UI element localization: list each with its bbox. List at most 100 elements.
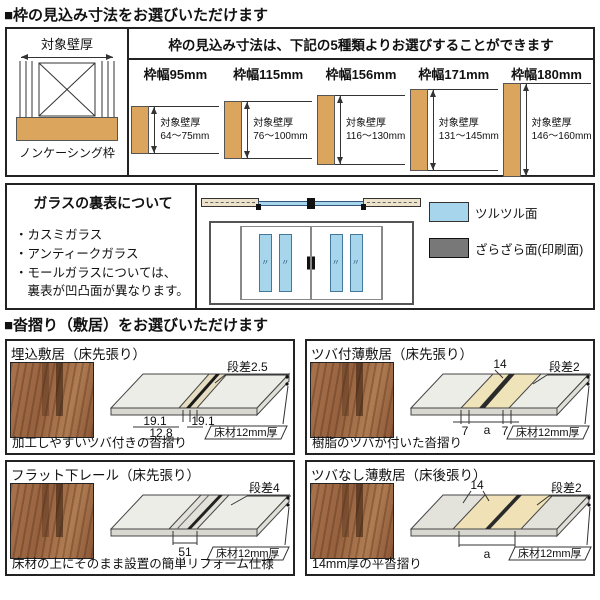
wood-bar <box>316 95 335 165</box>
glass-info-box: ガラスの裏表について ・カスミガラス ・アンティークガラス ・モールガラスについ… <box>5 183 595 310</box>
wood-bar <box>502 83 521 177</box>
glass-panel <box>279 234 293 292</box>
dim-label: a <box>484 547 491 561</box>
door-handle <box>312 256 315 270</box>
dim-top-label: 14 <box>493 358 507 371</box>
sill-option-title: フラット下レール（床先張り） <box>11 468 200 483</box>
sill-option-title: 埋込敷居（床先張り） <box>11 347 146 362</box>
plan-center-stile <box>307 198 315 209</box>
dim-step-label: 段差2 <box>551 480 582 495</box>
vertical-dimension-arrow <box>151 107 158 153</box>
dim-step-label: 段差2 <box>549 359 580 374</box>
glass-panel <box>259 234 273 292</box>
wood-bar <box>131 106 150 154</box>
sill-option-flat-rail: フラット下レール（床先張り） 段差4 51 床材12mm厚 床材の上にそのまま設… <box>5 460 295 576</box>
vertical-dimension-arrow <box>522 84 529 176</box>
frame-table-right: 枠の見込み寸法は、下記の5種類よりお選びすることができます 枠幅95mm 対象壁… <box>129 29 593 177</box>
door-handles <box>307 256 315 270</box>
vertical-dimension-arrow <box>244 102 251 158</box>
frame-width-table: 対象壁厚 ノンケーシング枠 枠の見込み寸法は、下記の5種類よりお選びすることがで… <box>5 27 595 177</box>
vertical-dimension-arrow <box>429 90 436 170</box>
dim-label: 19.1 <box>191 414 215 428</box>
sill-option-buried: 埋込敷居（床先張り） 段差2.5 19.1 19.1 12.8 床材12mm厚 <box>5 339 295 455</box>
wall-range-text: 対象壁厚 131～145mm <box>438 118 499 142</box>
wood-bar <box>409 89 428 171</box>
legend-item-smooth: ツルツル面 <box>429 202 593 222</box>
glass-text-cell: ガラスの裏表について ・カスミガラス ・アンティークガラス ・モールガラスについ… <box>7 185 197 308</box>
plan-wall-left <box>201 198 259 207</box>
sill-photo <box>10 362 94 438</box>
rough-surface-swatch <box>429 238 469 258</box>
glass-panel <box>349 234 363 292</box>
glass-bullet: ・アンティークガラス <box>15 246 139 261</box>
dim-top-label: 14 <box>470 479 484 492</box>
sill-option-title: ツバなし薄敷居（床後張り） <box>311 468 487 483</box>
sill-diagram: 14 段差2 a 床材12mm厚 <box>409 479 592 561</box>
sill-option-title: ツバ付薄敷居（床先張り） <box>311 347 473 362</box>
frame-column-diagram: 対象壁厚 76～100mm <box>224 83 313 177</box>
dim-label: 12.8 <box>149 426 173 440</box>
sill-diagram: 段差2.5 19.1 19.1 12.8 床材12mm厚 <box>109 359 291 440</box>
sill-options-grid: 埋込敷居（床先張り） 段差2.5 19.1 19.1 12.8 床材12mm厚 <box>5 339 595 576</box>
frame-column-171: 枠幅171mm 対象壁厚 131～145mm <box>407 60 500 177</box>
wall-thickness-label: 対象壁厚 <box>40 37 93 52</box>
frame-width-label: 枠幅95mm <box>143 67 208 82</box>
door-plan-view-diagram <box>201 192 421 215</box>
plan-wall-stop-right <box>361 204 366 210</box>
sill-photo <box>310 483 394 559</box>
wall-range-text: 対象壁厚 116～130mm <box>345 118 406 142</box>
sill-option-caption: 床材の上にそのまま設置の簡単リフォーム仕様 <box>12 557 274 571</box>
sill-section-title: ■沓摺り（敷居）をお選びいただけます <box>4 317 269 334</box>
frame-column-diagram: 対象壁厚 131～145mm <box>409 83 499 177</box>
wood-frame-sill <box>16 117 118 141</box>
dim-step-label: 段差2.5 <box>227 359 268 374</box>
door-leaf-left <box>240 226 311 300</box>
legend-label: ツルツル面 <box>475 206 538 221</box>
dim-label: 7 <box>502 424 509 438</box>
door-handle <box>307 256 310 270</box>
dim-step-label: 段差4 <box>249 480 280 495</box>
sill-photo <box>310 362 394 438</box>
frame-column-diagram: 対象壁厚 116～130mm <box>316 83 406 177</box>
frame-width-label: 枠幅156mm <box>325 67 397 82</box>
plan-wall-stop-left <box>256 204 261 210</box>
dim-label: 19.1 <box>143 414 167 428</box>
frame-width-label: 枠幅115mm <box>233 67 304 82</box>
glass-legend: ツルツル面 ざらざら面(印刷面) <box>425 185 593 308</box>
frame-section-title: ■枠の見込み寸法をお選びいただけます <box>4 7 269 24</box>
frame-table-left-cell: 対象壁厚 ノンケーシング枠 <box>7 29 129 175</box>
plan-wall-right <box>363 198 421 207</box>
floor-thickness-label: 床材12mm厚 <box>516 425 580 439</box>
sill-option-caption: 14mm厚の平沓摺り <box>312 557 422 571</box>
dim-label: a <box>484 423 491 437</box>
frame-column-156: 枠幅156mm 対象壁厚 116～130mm <box>315 60 408 177</box>
wood-bar <box>224 101 243 159</box>
glass-section-title: ガラスの裏表について <box>33 195 173 211</box>
vertical-dimension-arrow <box>336 96 343 164</box>
floor-thickness-label: 床材12mm厚 <box>518 546 582 560</box>
glass-bullet: 裏表が凹凸面が異なります。 <box>15 284 189 299</box>
frame-width-label: 枠幅171mm <box>418 67 490 82</box>
sill-diagram: 14 段差2 7 a 7 床材12mm厚 <box>409 358 591 440</box>
sill-option-caption: 加工しやすいツバ付きの沓摺り <box>12 436 187 450</box>
wall-range-text: 対象壁厚 64～75mm <box>160 118 210 142</box>
non-casing-frame-label: ノンケーシング枠 <box>19 146 115 160</box>
dim-label: 51 <box>178 545 192 559</box>
horizontal-dimension-arrow <box>21 53 113 60</box>
sill-option-caption: 樹脂のツバが付いた沓摺り <box>312 436 463 450</box>
sill-diagram: 段差4 51 床材12mm厚 <box>109 480 291 561</box>
legend-item-rough: ざらざら面(印刷面) <box>429 238 593 258</box>
sill-photo <box>10 483 94 559</box>
door-elevation-diagram <box>208 221 414 305</box>
door-diagrams <box>197 185 425 308</box>
smooth-surface-swatch <box>429 202 469 222</box>
plan-door-right <box>314 201 364 206</box>
floor-thickness-label: 床材12mm厚 <box>216 546 280 560</box>
door-leaf-right <box>311 226 382 300</box>
glass-diagram-cell: ツルツル面 ざらざら面(印刷面) <box>197 185 593 308</box>
wall-range-text: 対象壁厚 76～100mm <box>253 118 308 142</box>
sill-option-no-flange: ツバなし薄敷居（床後張り） 14 段差2 a 床材12mm厚 14mm厚の平沓摺… <box>305 460 595 576</box>
glass-panel <box>329 234 343 292</box>
glass-bullet: ・カスミガラス <box>15 228 103 242</box>
frame-column-115: 枠幅115mm 対象壁厚 76～100mm <box>222 60 315 177</box>
